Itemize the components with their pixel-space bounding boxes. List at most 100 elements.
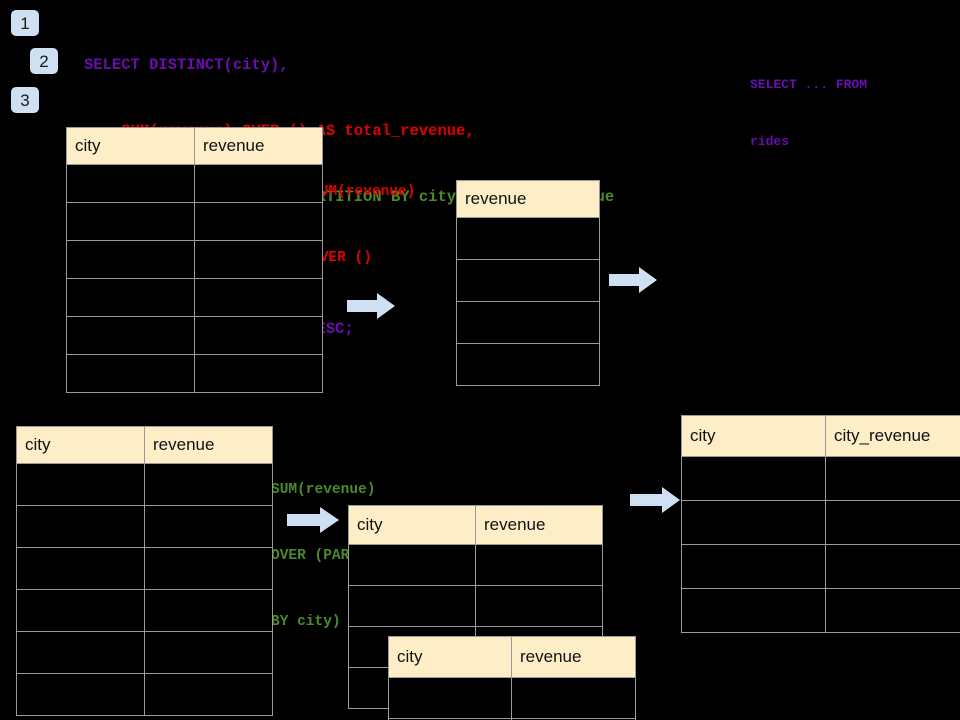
column-header-revenue: revenue (144, 426, 273, 464)
cell-revenue (456, 301, 600, 344)
table-row (388, 677, 636, 719)
table-row (388, 718, 636, 720)
table-row (16, 631, 273, 674)
table-row (16, 673, 273, 716)
table-row (16, 505, 273, 548)
table-row (66, 354, 323, 393)
table-row (456, 217, 600, 260)
column-header-city-revenue: city_revenue (825, 415, 960, 457)
cell-revenue (194, 278, 323, 317)
step-badge-3: 3 (11, 87, 39, 113)
table-row (681, 500, 960, 545)
table-row (16, 463, 273, 506)
table-header-row: city revenue (348, 505, 603, 545)
select-from-rides-note-line2: rides (750, 134, 790, 149)
table-row (681, 456, 960, 501)
table-header-row: city revenue (16, 426, 273, 464)
annotation-sum-over-empty-line1: SUM(revenue) (311, 184, 416, 200)
cell-city (16, 631, 145, 674)
cell-city (66, 202, 195, 241)
table-row (681, 544, 960, 589)
table-partition-front: city revenue (388, 636, 636, 720)
column-header-revenue: revenue (475, 505, 603, 545)
cell-city (66, 354, 195, 393)
annotation-sum-over-empty-line2: OVER () (311, 250, 372, 266)
cell-city-revenue (825, 456, 960, 501)
table-body (681, 456, 960, 633)
arrow-rides-to-partition-icon (287, 507, 339, 533)
cell-revenue (194, 354, 323, 393)
sql-line-select: SELECT DISTINCT(city), (84, 56, 289, 74)
cell-city (681, 544, 826, 589)
cell-revenue (144, 673, 273, 716)
column-header-city: city (16, 426, 145, 464)
table-row (66, 316, 323, 355)
table-row (456, 343, 600, 386)
cell-revenue (144, 505, 273, 548)
cell-city (681, 500, 826, 545)
cell-revenue (194, 240, 323, 279)
step-badge-1-label: 1 (20, 13, 30, 33)
column-header-city: city (388, 636, 512, 678)
table-row (66, 240, 323, 279)
table-row (681, 588, 960, 633)
cell-city (388, 677, 512, 719)
cell-city (16, 547, 145, 590)
cell-revenue (511, 677, 636, 719)
cell-city (681, 456, 826, 501)
cell-city (16, 505, 145, 548)
table-rides-bottom: city revenue (16, 426, 273, 716)
table-body (456, 217, 600, 386)
step-badge-3-label: 3 (20, 90, 30, 110)
cell-city (348, 585, 476, 627)
table-rides-top: city revenue (66, 127, 323, 393)
cell-city-revenue (825, 500, 960, 545)
arrow-partition-to-result-icon (630, 487, 680, 513)
arrow-rides-to-total-icon (347, 293, 395, 319)
column-header-revenue: revenue (456, 180, 600, 218)
annotation-sum-over-partition-line3: BY city) (271, 614, 341, 630)
column-header-city: city (66, 127, 195, 165)
table-row (16, 589, 273, 632)
table-row (348, 585, 603, 627)
step-badge-1: 1 (11, 10, 39, 36)
table-row (16, 547, 273, 590)
table-header-row: revenue (456, 180, 600, 218)
table-body (16, 463, 273, 716)
table-row (66, 202, 323, 241)
cell-revenue (144, 589, 273, 632)
cell-city (16, 673, 145, 716)
cell-revenue (194, 164, 323, 203)
table-body (66, 164, 323, 393)
step-badge-2: 2 (30, 48, 58, 74)
arrow-total-to-result-icon (609, 267, 657, 293)
table-row (66, 278, 323, 317)
table-row (456, 259, 600, 302)
table-row (66, 164, 323, 203)
table-header-row: city revenue (388, 636, 636, 678)
cell-revenue (194, 316, 323, 355)
cell-revenue (194, 202, 323, 241)
column-header-revenue: revenue (194, 127, 323, 165)
cell-city-revenue (825, 544, 960, 589)
cell-revenue (456, 217, 600, 260)
cell-revenue (475, 544, 603, 586)
table-total-revenue: revenue (456, 180, 600, 386)
cell-revenue (456, 259, 600, 302)
table-row (348, 544, 603, 586)
cell-revenue (144, 463, 273, 506)
cell-city (66, 316, 195, 355)
cell-revenue (144, 631, 273, 674)
cell-revenue (144, 547, 273, 590)
cell-city (66, 240, 195, 279)
table-body (388, 677, 636, 720)
table-header-row: city revenue (66, 127, 323, 165)
cell-revenue (475, 585, 603, 627)
cell-city (66, 278, 195, 317)
step-badge-2-label: 2 (39, 51, 49, 71)
cell-revenue (511, 718, 636, 720)
column-header-revenue: revenue (511, 636, 636, 678)
table-header-row: city city_revenue (681, 415, 960, 457)
column-header-city: city (348, 505, 476, 545)
